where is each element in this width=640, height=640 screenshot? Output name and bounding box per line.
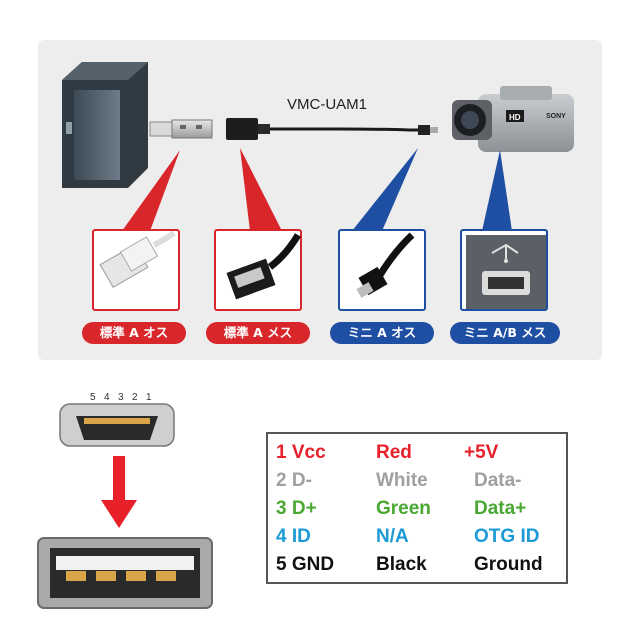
mini-usb-face-icon	[59, 403, 175, 447]
tag-mini-a-male: ミニ A オス	[330, 322, 434, 344]
usb-a-female-closeup-icon	[226, 233, 302, 300]
pin-cell: 5 GND	[276, 554, 335, 575]
usb-a-receptacle-icon	[226, 118, 270, 140]
pin-number: 3	[118, 392, 124, 403]
pin-number: 5	[90, 392, 96, 403]
pin-number: 1	[146, 392, 152, 403]
pin-cell: 1 Vcc	[276, 442, 326, 463]
connector-box-mini-ab-female	[460, 229, 548, 311]
pin-cell: 3 D+	[276, 498, 317, 519]
usb-a-male-closeup-icon	[99, 231, 176, 288]
connector-box-usb-a-male	[92, 229, 180, 311]
tag-usb-a-male: 標準 A オス	[82, 322, 186, 344]
signal-cell: +5V	[464, 442, 499, 463]
wire-cell: N/A	[376, 526, 409, 547]
usb-cable	[270, 127, 420, 132]
camcorder-badge: HD	[509, 113, 521, 122]
callout-wedge-3	[352, 148, 418, 231]
callout-wedge-1	[122, 150, 180, 231]
connector-box-mini-a-male	[338, 229, 426, 311]
usb-a-plug-icon	[149, 119, 213, 139]
connector-box-usb-a-female	[214, 229, 302, 311]
camcorder-icon: HD SONY	[452, 86, 574, 152]
wire-cell: Black	[376, 554, 427, 575]
tag-mini-ab-female: ミニ A/B メス	[450, 322, 560, 344]
tag-usb-a-female: 標準 A メス	[206, 322, 310, 344]
signal-cell: OTG ID	[474, 526, 540, 547]
wire-cell: Red	[376, 442, 412, 463]
pin-cell: 2 D-	[276, 470, 312, 491]
pin-cell: 4 ID	[276, 526, 311, 547]
pin-number: 4	[104, 392, 110, 403]
wire-cell: White	[376, 470, 428, 491]
pin-number: 2	[132, 392, 138, 403]
mini-ab-female-closeup-icon	[466, 235, 546, 309]
host-device-icon	[62, 62, 148, 188]
callout-wedge-2	[240, 148, 282, 231]
usb-a-face-icon	[37, 537, 213, 609]
cable-model-label: VMC-UAM1	[287, 96, 368, 113]
wire-cell: Green	[376, 498, 431, 519]
mini-a-plug-icon	[418, 125, 438, 135]
down-arrow-icon	[101, 456, 137, 528]
signal-cell: Data-	[474, 470, 522, 491]
signal-cell: Ground	[474, 554, 543, 575]
pinout-table: 1 Vcc Red +5V 2 D- White Data- 3 D+ Gree…	[266, 432, 568, 584]
callout-wedge-4	[482, 150, 512, 231]
signal-cell: Data+	[474, 498, 527, 519]
camcorder-brand: SONY	[546, 113, 566, 120]
mini-a-male-closeup-icon	[356, 232, 415, 298]
